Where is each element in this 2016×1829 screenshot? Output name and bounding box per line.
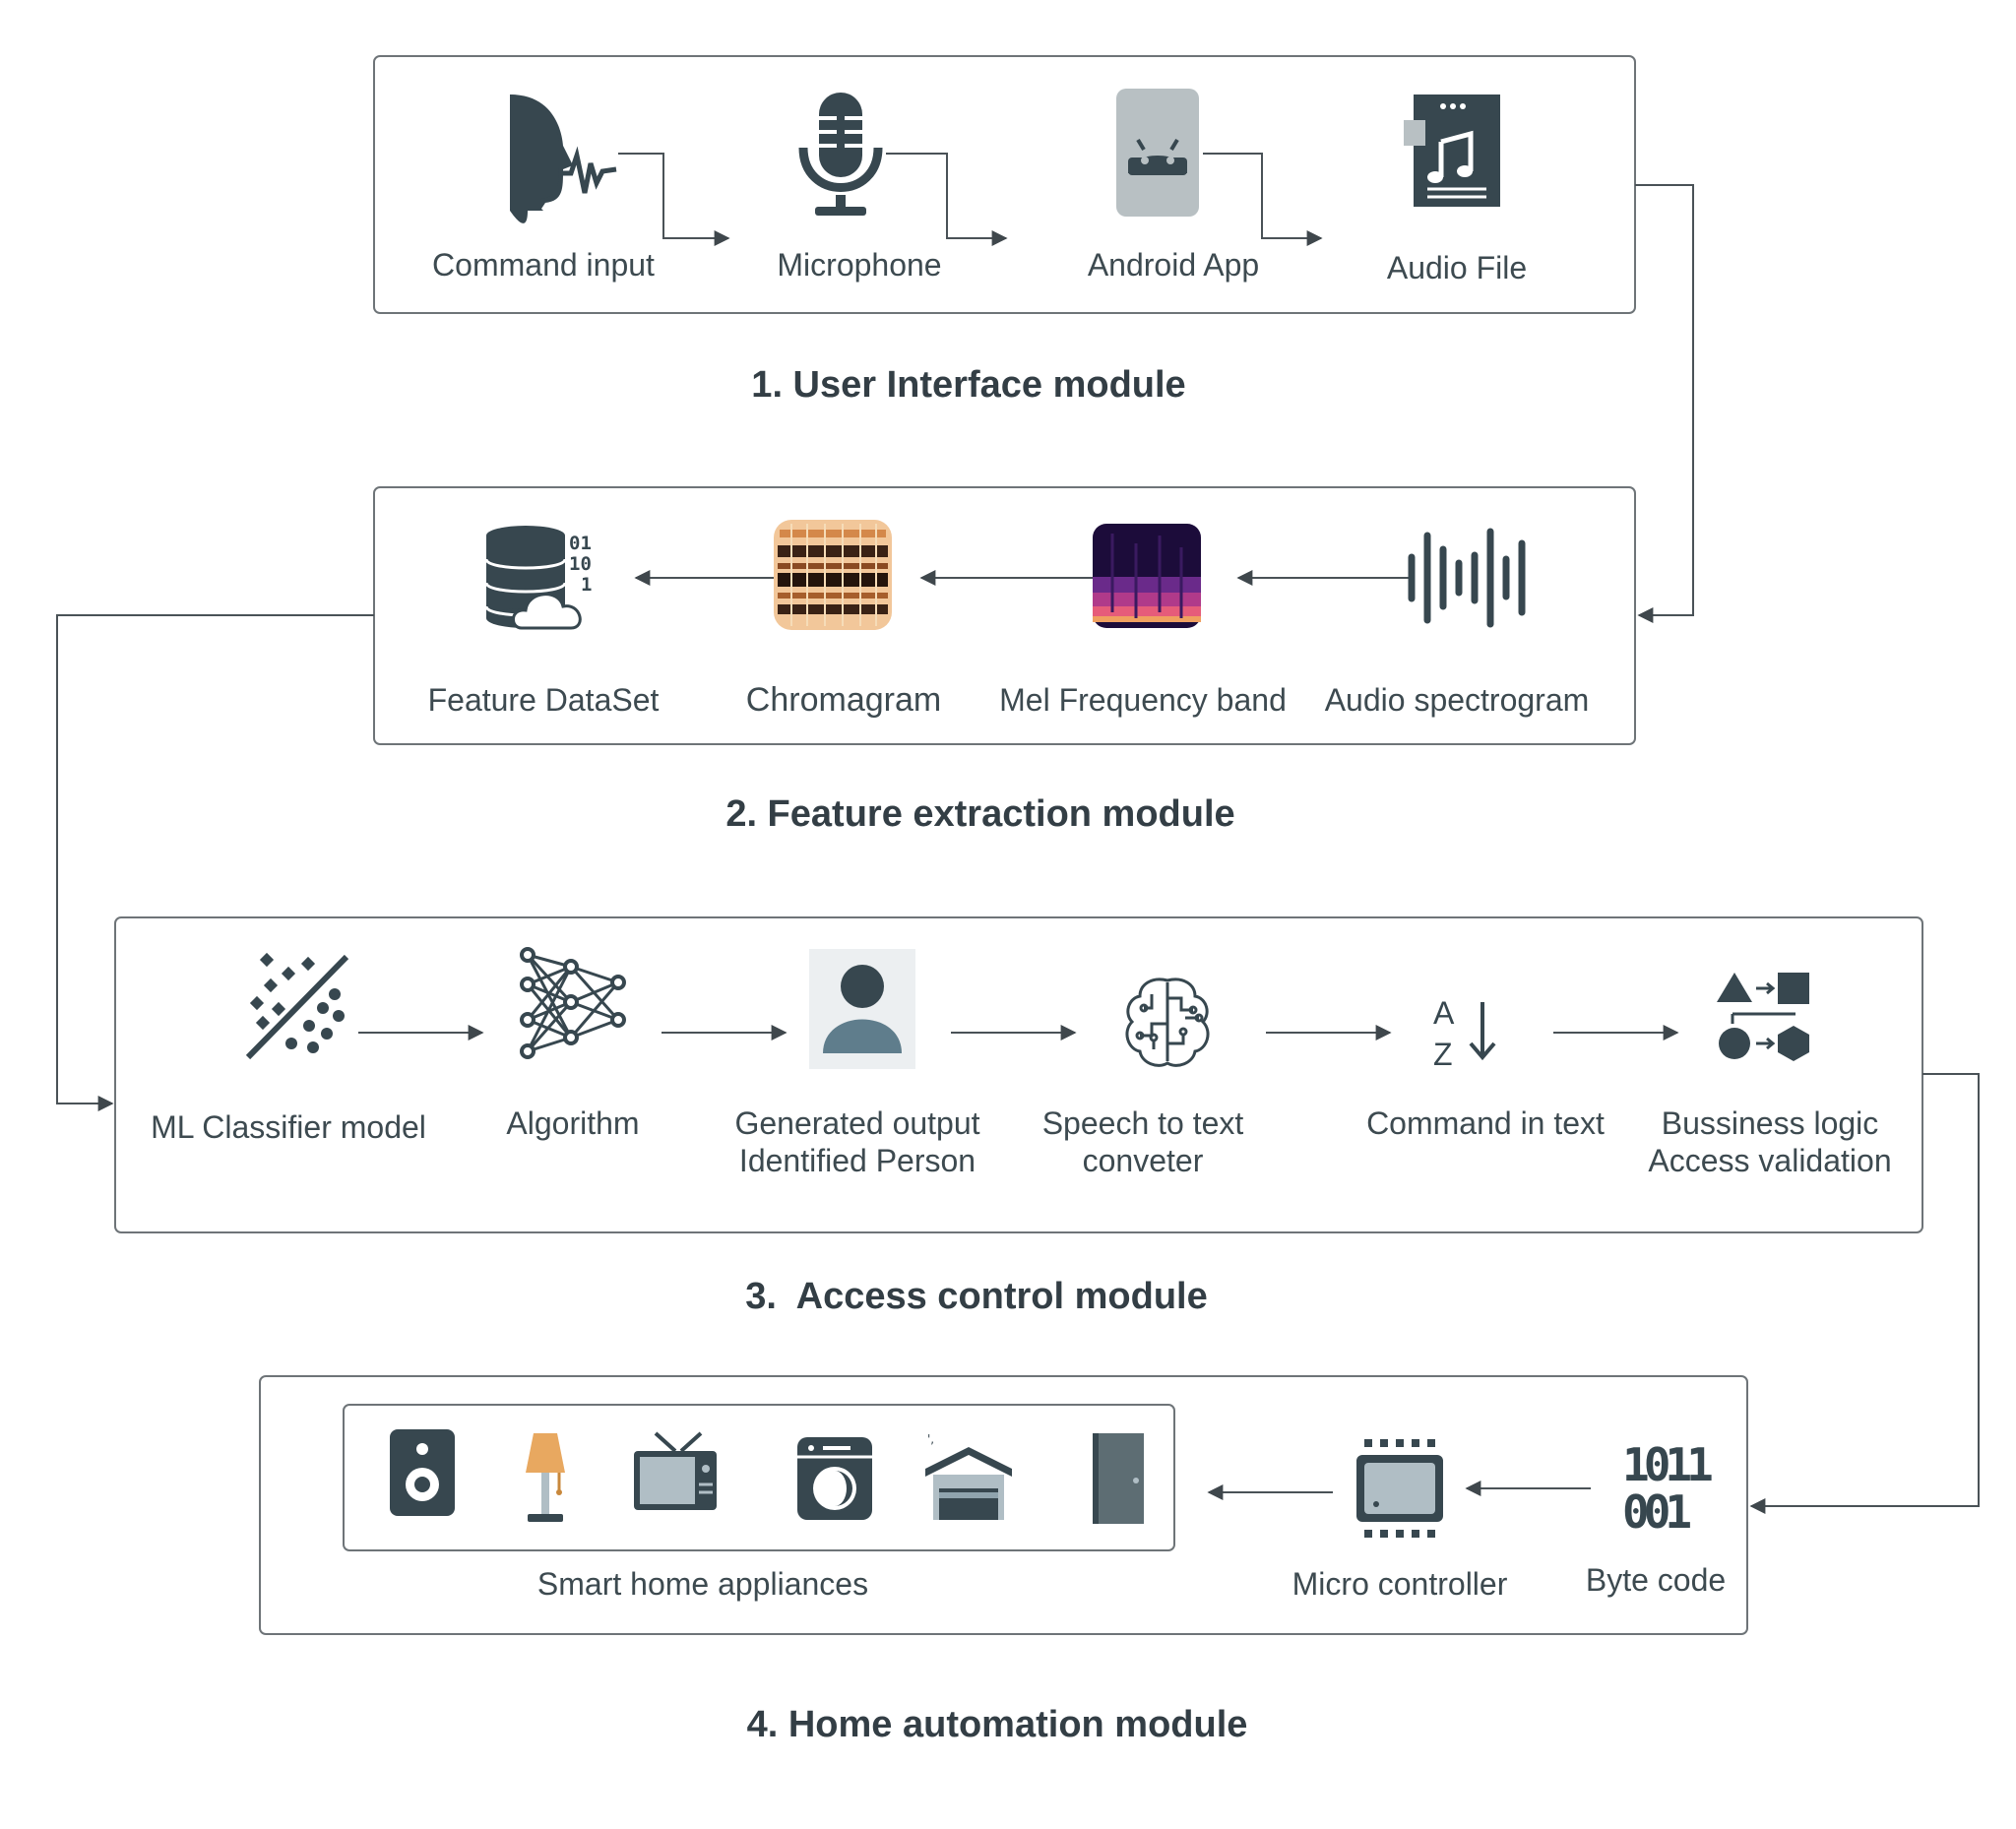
arrow-android-to-file	[1203, 153, 1323, 246]
lamp-icon	[526, 1433, 565, 1522]
svg-text:',: ',	[927, 1432, 934, 1446]
connector-ui-to-feature	[1635, 184, 1694, 623]
binary-code-icon: 1011 001	[1622, 1438, 1718, 1539]
binary-row-1: 01	[569, 533, 592, 554]
label-feature-dataset: Feature DataSet	[427, 682, 660, 718]
speaking-head-icon	[510, 95, 617, 223]
bytecode-row-2: 001	[1622, 1485, 1690, 1539]
bytecode-row-1: 1011	[1622, 1438, 1712, 1491]
connector-access-to-home	[1749, 1073, 1980, 1514]
microcontroller-icon	[1356, 1439, 1443, 1538]
label-audio-spectrogram: Audio spectrogram	[1324, 682, 1590, 718]
audio-file-icon	[1404, 95, 1500, 207]
sound-wave-icon	[1408, 528, 1526, 628]
connector-feature-to-access	[56, 614, 374, 1111]
door-icon	[1093, 1433, 1144, 1524]
appliances-box	[343, 1404, 1175, 1551]
classifier-icon	[245, 952, 349, 1060]
binary-row-2: 10	[569, 553, 592, 575]
label-conveter: conveter	[1082, 1143, 1204, 1178]
label-business-logic: Bussiness logic	[1661, 1105, 1879, 1141]
az-top: A	[1433, 995, 1455, 1031]
label-mel-frequency: Mel Frequency band	[999, 682, 1287, 718]
module-4-arrows	[1207, 1481, 1591, 1500]
az-bottom: Z	[1433, 1037, 1453, 1072]
arrow-mic-to-android	[886, 153, 1008, 246]
module-4-box	[259, 1375, 1748, 1635]
washing-machine-icon	[797, 1437, 872, 1520]
module-3-title: 3. Access control module	[745, 1276, 1208, 1317]
inter-module-connectors	[56, 184, 1980, 1514]
android-icon	[1116, 89, 1199, 217]
label-ml-classifier: ML Classifier model	[151, 1109, 426, 1145]
neural-network-icon	[520, 947, 626, 1059]
shapes-logic-icon	[1717, 973, 1809, 1061]
microphone-icon	[798, 93, 883, 216]
label-algorithm: Algorithm	[506, 1105, 640, 1141]
module-3-box	[114, 916, 1923, 1233]
module-1-title: 1. User Interface module	[751, 364, 1186, 406]
label-android-app: Android App	[1087, 247, 1260, 283]
sort-az-icon: A Z	[1433, 995, 1496, 1072]
label-audio-file: Audio File	[1386, 250, 1528, 285]
label-smart-home-appliances: Smart home appliances	[536, 1566, 869, 1602]
label-command-in-text: Command in text	[1366, 1105, 1605, 1141]
module-2-title: 2. Feature extraction module	[725, 793, 1235, 835]
person-icon	[809, 949, 915, 1069]
label-access-validation: Access validation	[1648, 1143, 1892, 1178]
label-byte-code: Byte code	[1585, 1562, 1727, 1598]
binary-row-3: 1	[581, 574, 592, 596]
label-speech-to-text: Speech to text	[1041, 1105, 1244, 1141]
database-cloud-icon: 01 10 1	[484, 526, 592, 630]
label-generated-output: Generated output	[734, 1105, 980, 1141]
chromagram-icon	[774, 520, 892, 630]
label-microphone: Microphone	[777, 247, 942, 283]
label-chromagram: Chromagram	[745, 681, 942, 719]
label-micro-controller: Micro controller	[1292, 1566, 1508, 1602]
label-identified-person: Identified Person	[738, 1143, 976, 1178]
module-1-arrows	[618, 153, 1323, 246]
arrow-command-to-mic	[618, 153, 730, 246]
mel-spectrogram-icon	[1093, 524, 1201, 628]
brain-icon	[1125, 978, 1210, 1067]
tv-icon	[634, 1431, 717, 1510]
module-4-title: 4. Home automation module	[746, 1704, 1248, 1745]
label-command-input: Command input	[432, 247, 655, 283]
speaker-icon	[390, 1429, 455, 1516]
garage-icon: ',	[925, 1432, 1012, 1520]
